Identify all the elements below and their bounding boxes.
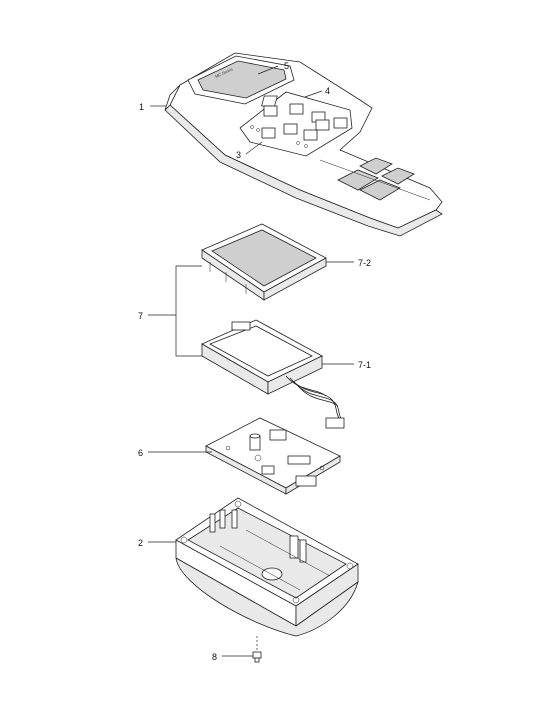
part-8-screw [252,651,262,663]
callout-3: 3 [236,150,241,160]
callout-7-2: 7-2 [358,258,371,268]
callout-5: 5 [284,61,289,71]
callout-8: 8 [212,652,217,662]
callout-6: 6 [138,448,143,458]
part-1-upper-housing: MC Series [164,52,443,237]
part-7-1-display-module [201,319,345,429]
part-2-lower-housing [175,497,359,637]
callout-labels: 1 5 4 3 7-2 7 7-1 6 2 8 [138,61,371,662]
part-6-pcb [205,417,341,495]
callout-7: 7 [138,311,143,321]
callout-4: 4 [325,86,330,96]
callout-2: 2 [138,538,143,548]
part-7-2-display-cover [201,223,327,301]
callout-7-1: 7-1 [358,360,371,370]
leader-lines [148,65,354,657]
callout-1: 1 [139,102,144,112]
